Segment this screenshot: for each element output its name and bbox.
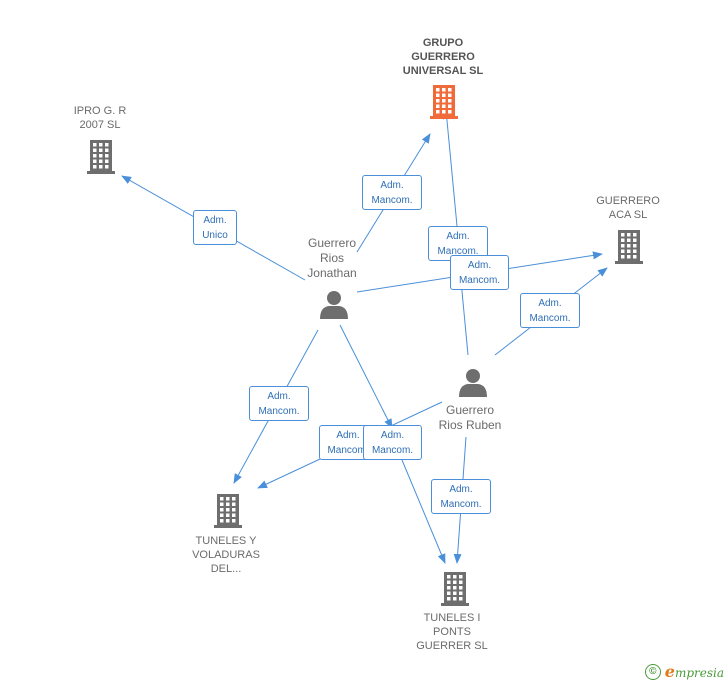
role-box-adm-mancom[interactable]: Adm. Mancom. <box>362 175 422 210</box>
role-box-adm-mancom[interactable]: Adm. Mancom. <box>431 479 491 514</box>
role-box-adm-unico[interactable]: Adm. Unico <box>193 210 237 245</box>
role-line2: Mancom. <box>327 445 369 456</box>
building-icon[interactable] <box>87 140 115 174</box>
building-icon[interactable] <box>441 572 469 606</box>
person-label-jonathan[interactable]: Guerrero Rios Jonathan <box>307 236 357 280</box>
role-line2: Mancom. <box>440 499 482 510</box>
role-line1: Adm. <box>446 231 470 242</box>
role-line1: Adm. <box>380 180 404 191</box>
role-line2: Mancom. <box>371 445 414 456</box>
person-icon[interactable] <box>459 369 487 397</box>
role-box-adm-mancom[interactable]: Adm. Mancom. <box>520 293 580 328</box>
company-label-guerrero-aca[interactable]: GUERRERO ACA SL <box>596 195 660 221</box>
person-label-ruben[interactable]: Guerrero Rios Ruben <box>438 403 502 432</box>
person-icon[interactable] <box>320 291 348 319</box>
role-line2: Mancom. <box>529 313 571 324</box>
company-label-grupo-guerrero-universal[interactable]: GRUPO GUERRERO UNIVERSAL SL <box>402 37 484 77</box>
company-label-tuneles-ponts[interactable]: TUNELES I PONTS GUERRER SL <box>416 612 488 652</box>
relationship-edge <box>401 459 446 564</box>
role-line1: Adm. <box>538 298 562 309</box>
company-label-ipro[interactable]: IPRO G. R 2007 SL <box>73 105 127 131</box>
node-icons <box>87 85 643 606</box>
copyright-icon: © <box>644 663 661 680</box>
role-line1: Adm. <box>203 215 227 226</box>
role-box-adm-mancom[interactable]: Adm. Mancom. <box>363 425 422 460</box>
role-line2: Mancom. <box>258 406 300 417</box>
role-box-adm-mancom[interactable]: Adm. Mancom. <box>450 255 509 290</box>
role-line1: Adm. <box>267 391 291 402</box>
footer-brand: ©empresia <box>644 662 724 681</box>
role-line1: Adm. <box>336 430 360 441</box>
relationship-edge <box>339 324 393 429</box>
relationship-edge <box>442 109 458 227</box>
company-label-tuneles-voladuras[interactable]: TUNELES Y VOLADURAS DEL... <box>192 535 260 575</box>
building-icon[interactable] <box>430 85 458 119</box>
role-line2: Mancom. <box>458 275 501 286</box>
role-line2: Mancom. <box>371 195 413 206</box>
role-line1: Adm. <box>467 260 492 271</box>
role-line1: Adm. <box>449 484 473 495</box>
role-line2: Unico <box>202 230 228 241</box>
building-icon[interactable] <box>214 494 242 528</box>
role-line2: Mancom. <box>437 246 479 257</box>
role-line1: Adm. <box>380 430 405 441</box>
role-box-adm-mancom[interactable]: Adm. Mancom. <box>249 386 309 421</box>
building-icon[interactable] <box>615 230 643 264</box>
brand-logo: empresia <box>664 662 724 681</box>
